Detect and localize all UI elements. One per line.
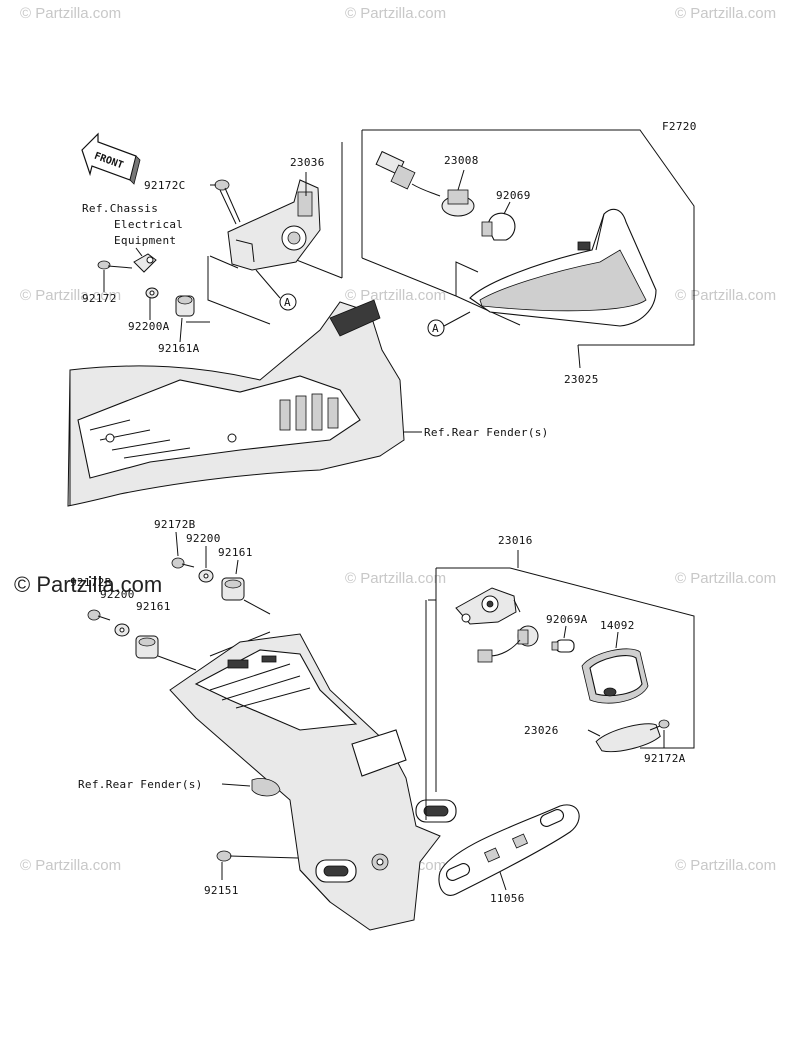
label-part-92161-b[interactable]: 92161 [136,600,171,613]
license-light-box [425,567,695,820]
ref-chassis-label-line2[interactable]: Electrical [114,218,183,231]
watermark-text: © Partzilla.com [345,570,446,587]
label-part-23025[interactable]: 23025 [564,373,599,386]
label-part-92200a[interactable]: 92200A [128,320,170,333]
label-part-23008[interactable]: 23008 [444,154,479,167]
label-part-11056[interactable]: 11056 [490,892,525,905]
label-part-92172b-a[interactable]: 92172B [154,518,196,531]
grommet-92161-icon[interactable] [221,577,245,601]
ref-rear-fender-label-bottom[interactable]: Ref.Rear Fender(s) [78,778,203,791]
watermark-text: © Partzilla.com [675,5,776,22]
rear-fender-lower-reference [169,633,457,931]
bolt-92172b-icon[interactable] [87,609,111,621]
front-arrow-icon: FRONT [81,132,141,185]
screw-92172a-icon[interactable] [649,719,670,731]
tail-light-lens-23025[interactable] [469,208,657,327]
label-part-92161a[interactable]: 92161A [158,342,200,355]
washer-92200a-icon[interactable] [145,287,159,299]
ref-chassis-label-line1[interactable]: Ref.Chassis [82,202,158,215]
label-part-92200-b[interactable]: 92200 [100,588,135,601]
watermark-text: © Partzilla.com [675,857,776,874]
label-part-14092[interactable]: 14092 [600,619,635,632]
label-part-92200-a[interactable]: 92200 [186,532,221,545]
bulb-socket-23008[interactable] [375,150,475,217]
bolt-92151-icon[interactable] [216,850,299,862]
bulb-92069-icon[interactable] [481,212,516,241]
callout-a-icon[interactable]: A [279,293,297,311]
bolt-92172-icon[interactable] [97,260,133,270]
license-light-socket-icon [477,625,539,663]
watermark-text: © Partzilla.com [675,287,776,304]
watermark-layer: © Partzilla.com © Partzilla.com © Partzi… [20,5,776,874]
label-part-92069a[interactable]: 92069A [546,613,588,626]
rear-fender-upper-reference [67,299,405,507]
watermark-text: © Partzilla.com [345,5,446,22]
watermark-text: © Partzilla.com [20,857,121,874]
ref-rear-fender-label-top[interactable]: Ref.Rear Fender(s) [424,426,549,439]
bulb-92069a-icon[interactable] [551,639,575,653]
license-bracket-11056[interactable] [438,804,580,896]
grommet-92161-icon[interactable] [135,635,159,659]
label-part-92161-a[interactable]: 92161 [218,546,253,559]
watermark-text: © Partzilla.com [345,287,446,304]
label-part-92151[interactable]: 92151 [204,884,239,897]
label-part-23036[interactable]: 23036 [290,156,325,169]
callout-a-label: A [284,296,291,309]
label-part-92172a[interactable]: 92172A [644,752,686,765]
label-part-92172b-b[interactable]: 92172B [70,576,112,589]
partzilla-logo: © Partzilla.com [14,572,162,597]
label-part-92172[interactable]: 92172 [82,292,117,305]
screw-92172c-icon[interactable] [214,179,241,225]
license-light-socket-bracket[interactable] [455,587,521,625]
washer-92200-icon[interactable] [114,623,130,637]
license-light-lens-14092[interactable] [581,648,649,704]
figure-code: F2720 [662,120,697,133]
wire-clamp-icon [133,253,157,273]
callout-a-label: A [432,322,439,335]
label-part-92069[interactable]: 92069 [496,189,531,202]
callout-a-icon[interactable]: A [427,319,445,337]
grommet-92161a-icon[interactable] [175,295,195,317]
bolt-92172b-icon[interactable] [171,557,195,569]
label-part-92172c[interactable]: 92172C [144,179,186,192]
lens-cover-23026[interactable] [595,721,662,755]
tail-light-bracket-23036[interactable] [227,179,321,271]
label-part-23016[interactable]: 23016 [498,534,533,547]
ref-chassis-label-line3[interactable]: Equipment [114,234,176,247]
washer-92200-icon[interactable] [198,569,214,583]
watermark-text: © Partzilla.com [20,287,121,304]
watermark-text: © Partzilla.com [20,5,121,22]
watermark-text: © Partzilla.com [675,570,776,587]
label-part-23026[interactable]: 23026 [524,724,559,737]
